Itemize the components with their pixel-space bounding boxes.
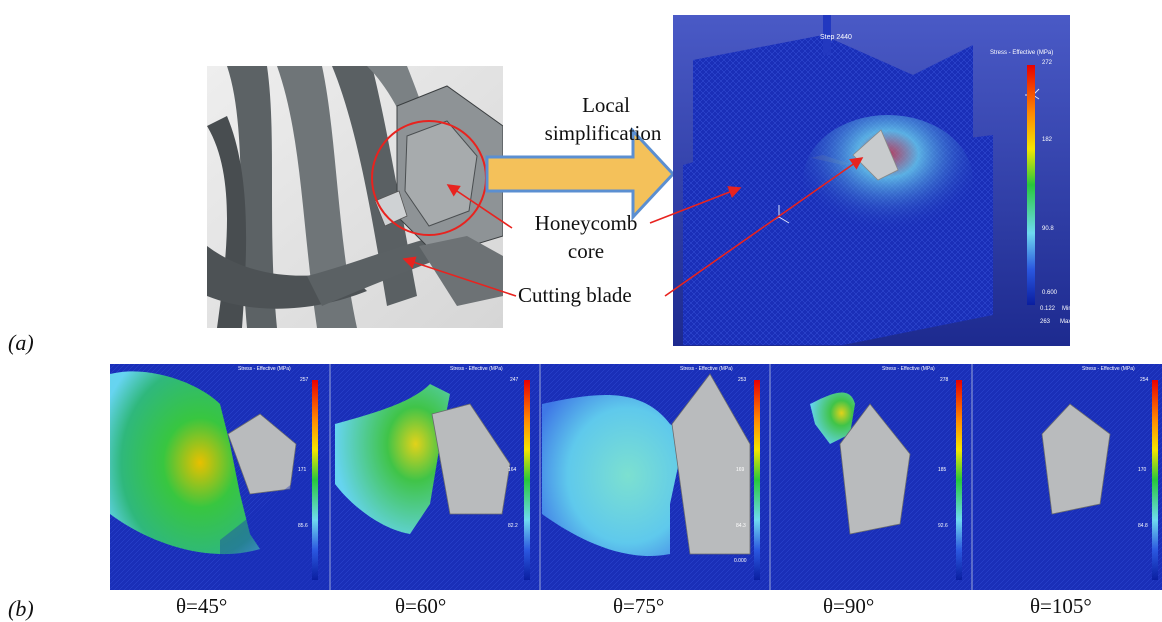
legend-title-b1: Stress - Effective (MPa) [238, 366, 291, 372]
tick-b5-1: 170 [1138, 467, 1147, 473]
tick-a-0: 272 [1042, 60, 1053, 66]
theta-45-label: θ=45° [176, 594, 228, 618]
tick-a-1: 182 [1042, 137, 1053, 143]
theta-105-label: θ=105° [1030, 594, 1092, 618]
tick-b3-1: 169 [736, 467, 745, 473]
panel-label-a: (a) [8, 330, 34, 355]
simplification-arrow [485, 127, 677, 221]
cad-model-view [207, 66, 504, 328]
tick-b1-1: 171 [298, 467, 307, 473]
tick-b2-0: 247 [510, 377, 519, 383]
legend-title-b2: Stress - Effective (MPa) [450, 366, 503, 372]
callout-honeycomb-line1: Honeycomb [534, 211, 638, 235]
tick-b2-2: 82.2 [508, 523, 518, 529]
legend-title-b5: Stress - Effective (MPa) [1082, 366, 1135, 372]
min-value: 0.122 [1040, 306, 1056, 312]
callout-honeycomb-line2: core [567, 239, 605, 263]
tick-b4-1: 185 [938, 467, 947, 473]
tick-b5-0: 254 [1140, 377, 1149, 383]
tick-b4-2: 92.6 [938, 523, 948, 529]
tick-a-3: 0.600 [1042, 290, 1058, 296]
tick-a-2: 90.8 [1042, 226, 1054, 232]
tick-b1-0: 257 [300, 377, 309, 383]
tick-b3-2: 84.3 [736, 523, 746, 529]
legend-title-b4: Stress - Effective (MPa) [882, 366, 935, 372]
theta-75-label: θ=75° [613, 594, 665, 618]
angle-sequence-strip [110, 364, 1162, 590]
sim-step-label: Step 2440 [820, 34, 852, 41]
panel-label-b: (b) [8, 596, 34, 621]
legend-title-a: Stress - Effective (MPa) [990, 50, 1054, 56]
theta-60-label: θ=60° [395, 594, 447, 618]
tick-b3-3: 0.000 [734, 558, 747, 564]
tick-b1-2: 85.6 [298, 523, 308, 529]
callout-cutting-blade: Cutting blade [518, 283, 632, 307]
tick-b5-2: 84.8 [1138, 523, 1148, 529]
min-label: Min [1062, 306, 1072, 312]
max-label: Max [1060, 319, 1072, 325]
tick-b2-1: 164 [508, 467, 517, 473]
tick-b4-0: 278 [940, 377, 949, 383]
arrow-label-line2: simplification [544, 121, 662, 145]
tick-b3-0: 253 [738, 377, 747, 383]
legend-title-b3: Stress - Effective (MPa) [680, 366, 733, 372]
theta-90-label: θ=90° [823, 594, 875, 618]
arrow-label-line1: Local [582, 93, 630, 117]
max-value: 263 [1040, 319, 1051, 325]
